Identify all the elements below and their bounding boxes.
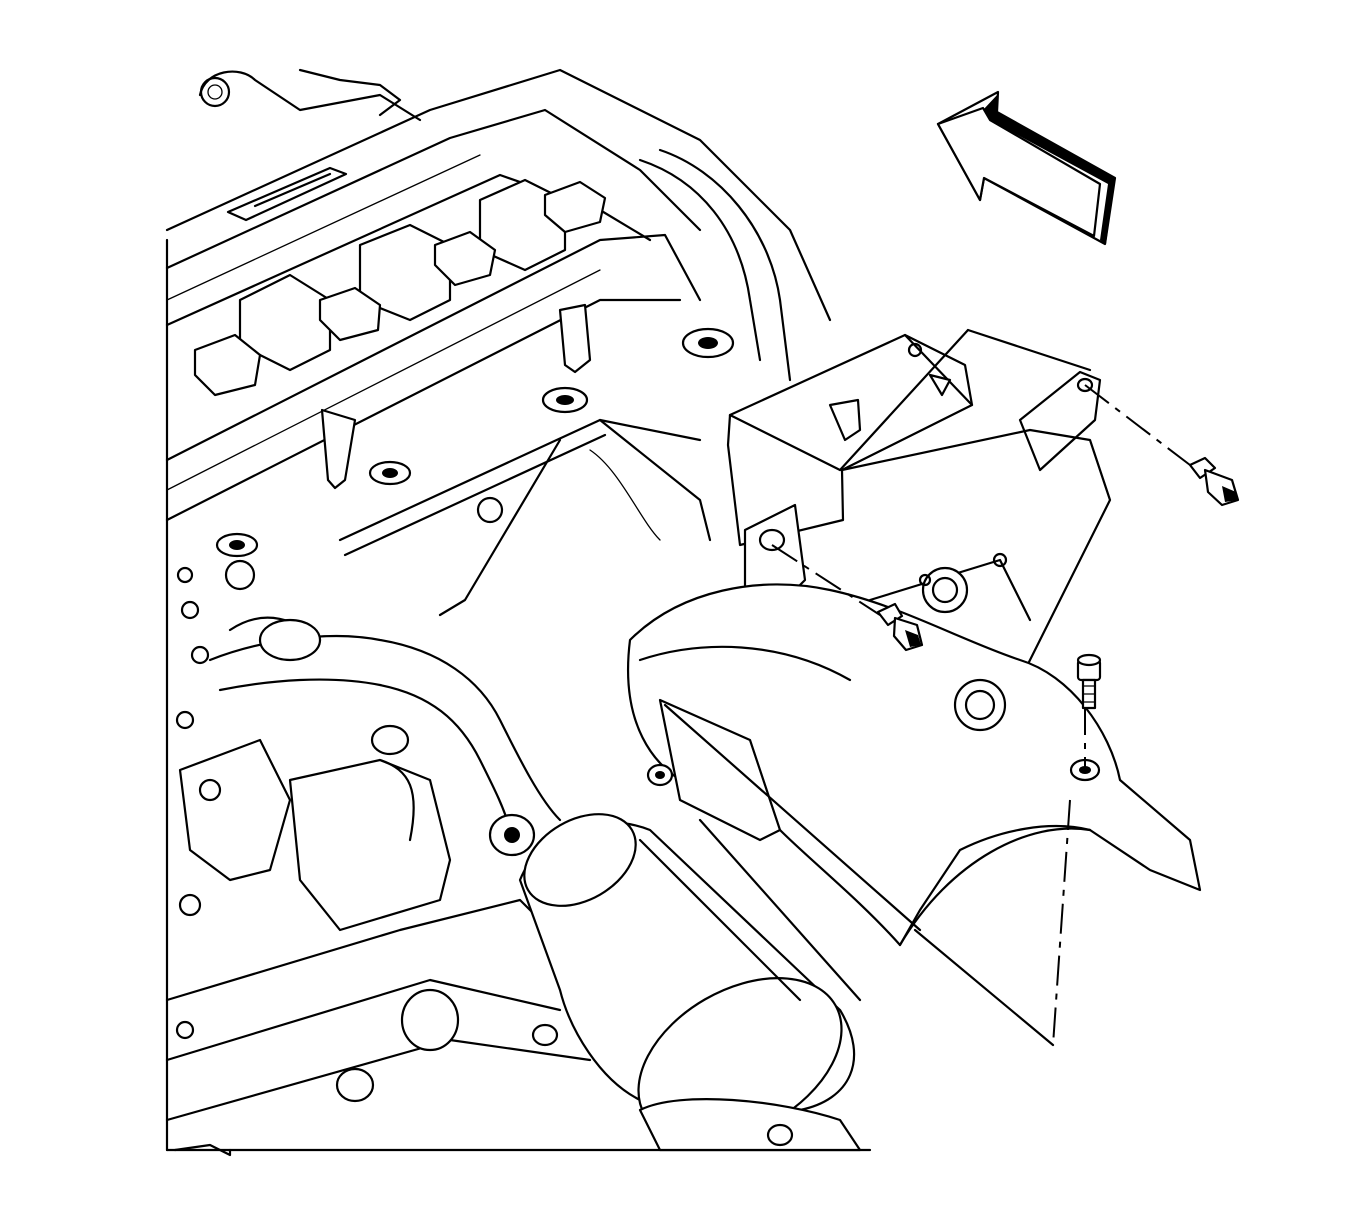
- lower-heat-shield-bolt: [663, 653, 1102, 1047]
- ignition-coil-icon: [193, 178, 735, 558]
- engine-block: [165, 238, 872, 1157]
- bolt-icon: [876, 602, 924, 652]
- valve-cover: [165, 68, 832, 522]
- catalytic-converter-icon: [518, 813, 862, 1152]
- bolt-icon: [1188, 456, 1240, 507]
- fuel-rail: [224, 418, 712, 617]
- middle-heat-shield-bolt: [771, 544, 924, 652]
- heat-shield-icon: [627, 333, 1202, 947]
- bolt-icon: [1076, 653, 1102, 710]
- upper-heat-shield-bolt: [1084, 384, 1240, 507]
- front-direction-arrow-icon: [936, 90, 1117, 246]
